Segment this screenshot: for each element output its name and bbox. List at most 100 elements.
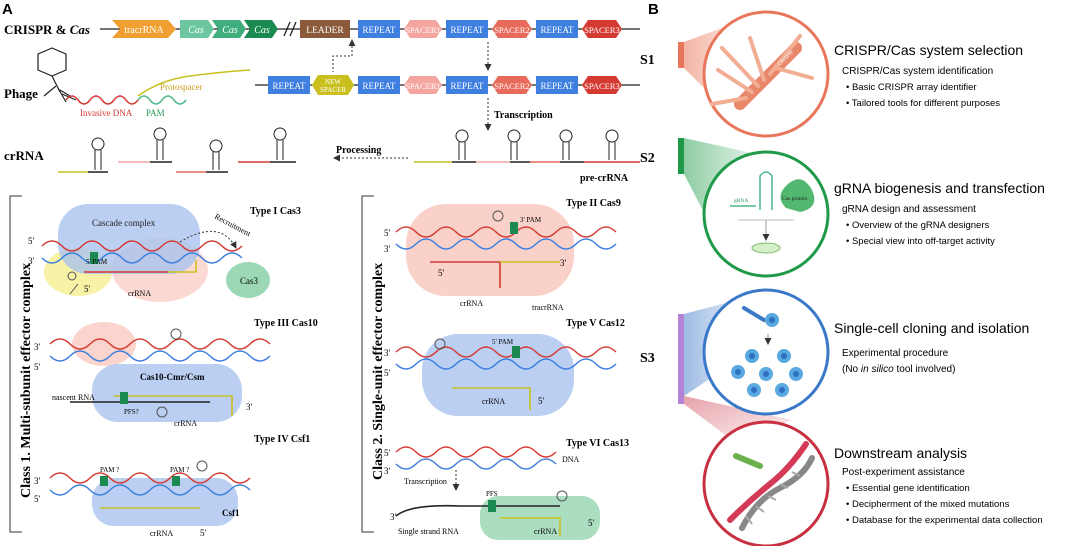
tracrrna-label: tracrRNA [124,25,164,36]
type-ii-3p-inner: 3' [560,258,567,268]
class1-title: Class 1. Multi-subunit effector complex [19,263,34,498]
s1-tag: S1 [640,53,655,68]
type-iii-crrna-label: crRNA [174,419,197,428]
s2-tag: S2 [640,151,655,166]
tracrrna-gene [112,20,176,38]
type-i-5p-bottom: 5' [84,284,91,294]
repeat-label-a3: REPEAT [450,81,484,91]
protospacer-segment [137,69,251,97]
type-iv-csf1-diagram [49,460,251,526]
new-spacer-label-1: NEW [325,78,341,86]
new-spacer-label-2: SPACER [320,86,346,94]
s1-item-1: • Basic CRISPR array identifier [846,82,977,93]
type-vi-crrna-label: crRNA [534,527,557,536]
s3-note: (No in silico tool involved) [842,364,955,375]
s2-title: gRNA biogenesis and transfection [834,180,1045,196]
type-iv-pam-label-2: PAM ? [170,466,189,474]
type-iii-cas10-diagram [49,322,271,422]
type-v-crrna-label: crRNA [482,397,505,406]
type-vi-transcription-label: Transcription [404,477,447,486]
phage-icon [37,47,77,103]
type-vi-5p-right: 5' [588,518,595,528]
s4-title: Downstream analysis [834,445,967,461]
cas-gene-1 [180,20,214,38]
type-i-label: Type I Cas3 [250,206,301,217]
repeat-box-a2 [358,76,400,94]
type-iii-5p-label: 5' [34,362,41,372]
type-v-5p-label: 5' [384,368,391,378]
type-iii-3p-label: 3' [34,342,41,352]
cas-gene-2-label: Cas [222,25,238,36]
type-v-cas12-diagram [395,334,617,416]
cas10-label: Cas10-Cmr/Csm [140,372,205,382]
spacer2-label: SPACER2 [494,25,530,35]
s2-circle [702,150,830,278]
s3-subtitle: Experimental procedure [842,348,949,359]
pre-crrna-label: pre-crRNA [580,173,629,184]
phage-title: Phage [4,86,38,101]
type-iv-pam-label-1: PAM ? [100,466,119,474]
type-ii-5p-label: 5' [384,228,391,238]
single-cell-icon [731,306,803,397]
crrna-title: crRNA [4,148,44,163]
type-ii-label: Type II Cas9 [566,198,621,209]
spacer3-box [582,20,622,38]
type-vi-3p-rna: 3' [390,512,397,522]
recruitment-label: Recruitment [213,212,253,239]
s1-title: CRISPR/Cas system selection [834,42,1023,58]
s2-subtitle: gRNA design and assessment [842,204,976,215]
s1-subtitle: CRISPR/Cas system identification [842,66,993,77]
s4-subtitle: Post-experiment assistance [842,467,965,478]
type-ii-5p-inner: 5' [438,268,445,278]
spacer2-box [492,20,532,38]
spacer3-label: SPACER3 [584,25,620,35]
repeat-box-a1 [268,76,310,94]
type-i-pam-label: 5' PAM [86,258,108,266]
type-iii-label: Type III Cas10 [254,318,318,329]
mature-crrna-group [58,127,296,173]
spacer3-box-a [582,76,622,94]
type-iv-3p-label: 3' [34,476,41,486]
class1-bracket [9,195,22,533]
s3-title: Single-cell cloning and isolation [834,320,1029,336]
tracrrna-label-ii: tracrRNA [532,303,564,312]
break-mark-1 [283,21,291,37]
type-vi-3p-label: 3' [384,466,391,476]
repeat-box-a4 [536,76,578,94]
spacer1-box [404,20,442,38]
type-i-cas3-diagram [41,204,270,302]
cas3-label: Cas3 [240,276,259,286]
s1-item-2: • Tailored tools for different purposes [846,98,1000,109]
s1-bar [678,42,684,68]
repeat-box-2 [446,20,488,38]
pre-crrna-group [414,129,640,163]
repeat-box-3 [536,20,578,38]
type-i-3p-label: 3' [28,256,35,266]
type-ii-crrna-label: crRNA [460,299,483,308]
break-mark-2 [289,21,297,37]
spacer1-box-a [404,76,442,94]
dna-helix-icon [727,441,815,531]
csf1-label: Csf1 [222,508,240,518]
type-v-5p-inner: 5' [538,396,545,406]
cas-gene-3-label: Cas [254,25,270,36]
type-ii-pam-label: 3' PAM [520,216,542,224]
spacer2-box-a [492,76,532,94]
s3-tag: S3 [640,351,655,366]
type-ii-3p-label: 3' [384,244,391,254]
repeat-box-1 [358,20,400,38]
s2-bar [678,138,684,174]
repeat-label-a2: REPEAT [362,81,396,91]
type-vi-label: Type VI Cas13 [566,438,629,449]
invasive-dna-label: Invasive DNA [80,108,133,118]
spacer1-label: SPACER1 [405,25,441,35]
s2-item-1: • Overview of the gRNA designers [846,220,990,231]
type-ii-cas9-diagram [395,204,617,296]
type-iv-5p-bottom: 5' [200,528,207,538]
repeat-label-a4: REPEAT [540,81,574,91]
type-i-5p-label: 5' [28,236,35,246]
panel-b-label: B [648,1,659,18]
swiss-knife-icon: CRISPR [710,34,814,110]
s3-bar [678,314,684,404]
